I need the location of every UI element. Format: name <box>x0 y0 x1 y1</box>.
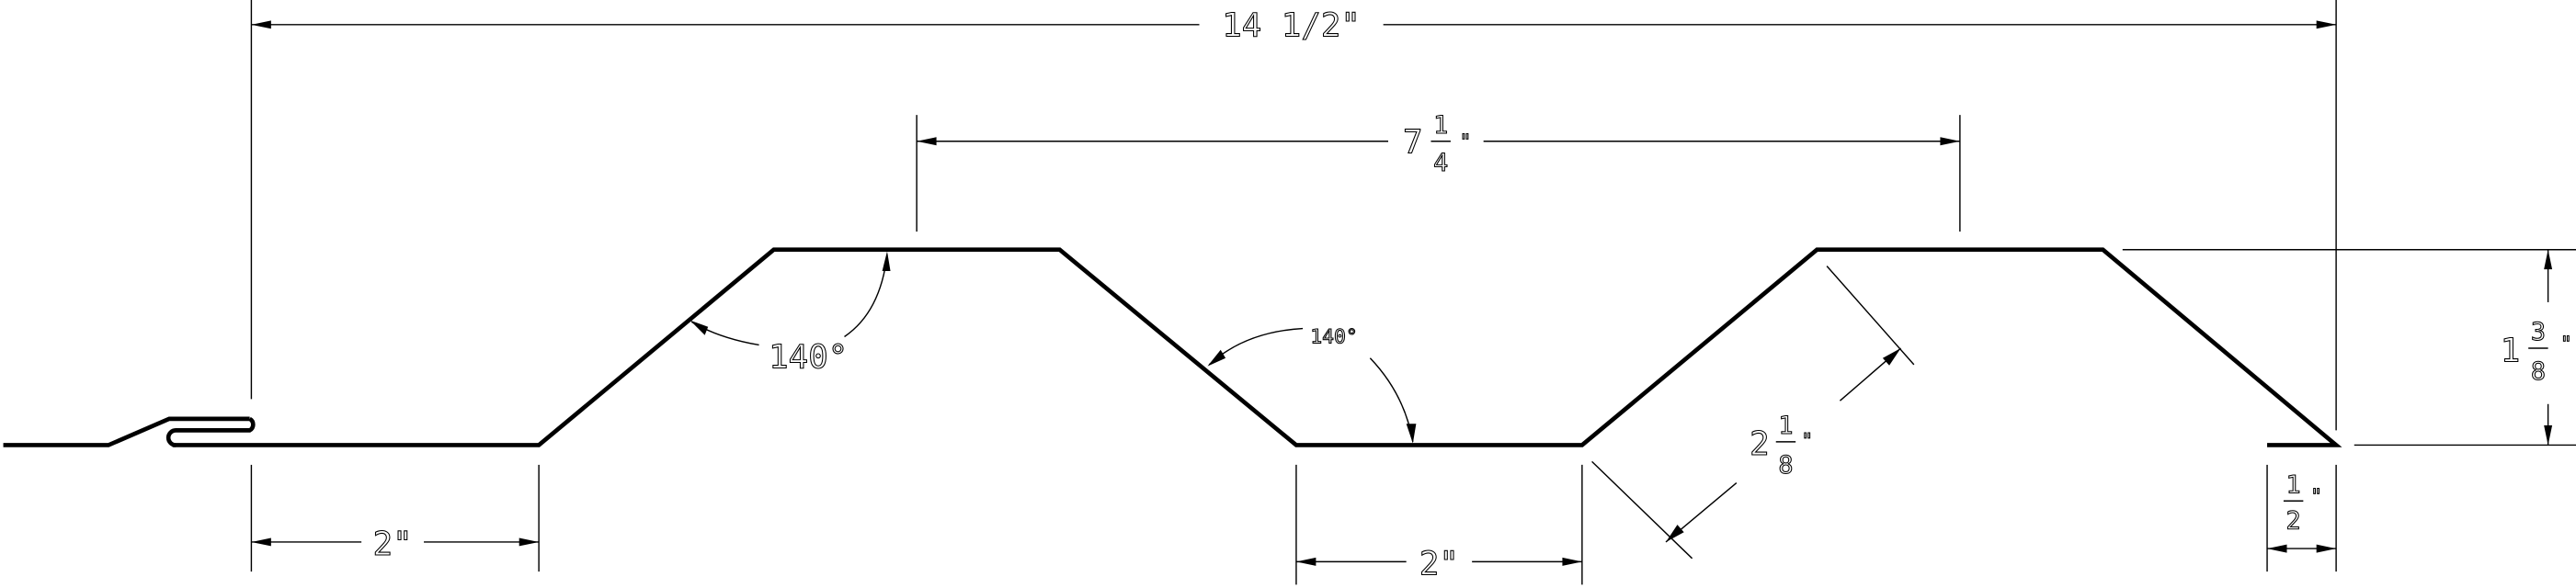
rib-height-num: 3 <box>2531 318 2546 346</box>
rib-spacing-num: 1 <box>1433 111 1448 140</box>
panel-profile <box>3 247 2342 447</box>
rib-height-den: 8 <box>2531 357 2546 386</box>
lip-num: 1 <box>2286 470 2301 499</box>
dimension-center-flat: 2" <box>1295 464 1583 585</box>
slope-length-den: 8 <box>1778 451 1793 480</box>
rib-spacing-unit: " <box>1460 130 1472 153</box>
slope-length-whole: 2 <box>1750 425 1770 463</box>
dimension-overall-width: 14 1/2" <box>250 0 2337 431</box>
dimension-rib-spacing: 7 1 4 " <box>916 110 1961 232</box>
dimension-slope-length: 2 1 8 " <box>1591 266 1915 560</box>
dimension-left-flat: 2" <box>250 464 540 572</box>
left-flat-label: 2" <box>373 526 413 563</box>
overall-width-label: 14 1/2" <box>1222 6 1361 44</box>
dimension-lip: 1 2 " <box>2266 464 2337 572</box>
slope-length-num: 1 <box>1778 412 1793 440</box>
rib-spacing-whole: 7 <box>1403 123 1423 161</box>
angle-left-label: 140° <box>769 338 848 376</box>
rib-height-unit: " <box>2560 333 2572 356</box>
rib-height-whole: 1 <box>2501 332 2521 369</box>
rib-spacing-den: 4 <box>1433 149 1448 177</box>
dimension-rib-height: 1 3 8 " <box>2122 249 2576 447</box>
angle-right: 140° <box>1207 325 1417 444</box>
center-flat-label: 2" <box>1419 546 1459 583</box>
lip-unit: " <box>2310 485 2322 508</box>
slope-length-unit: " <box>1801 429 1813 452</box>
angle-left: 140° <box>690 251 891 377</box>
angle-right-label: 140° <box>1310 326 1358 349</box>
lip-den: 2 <box>2286 507 2301 536</box>
